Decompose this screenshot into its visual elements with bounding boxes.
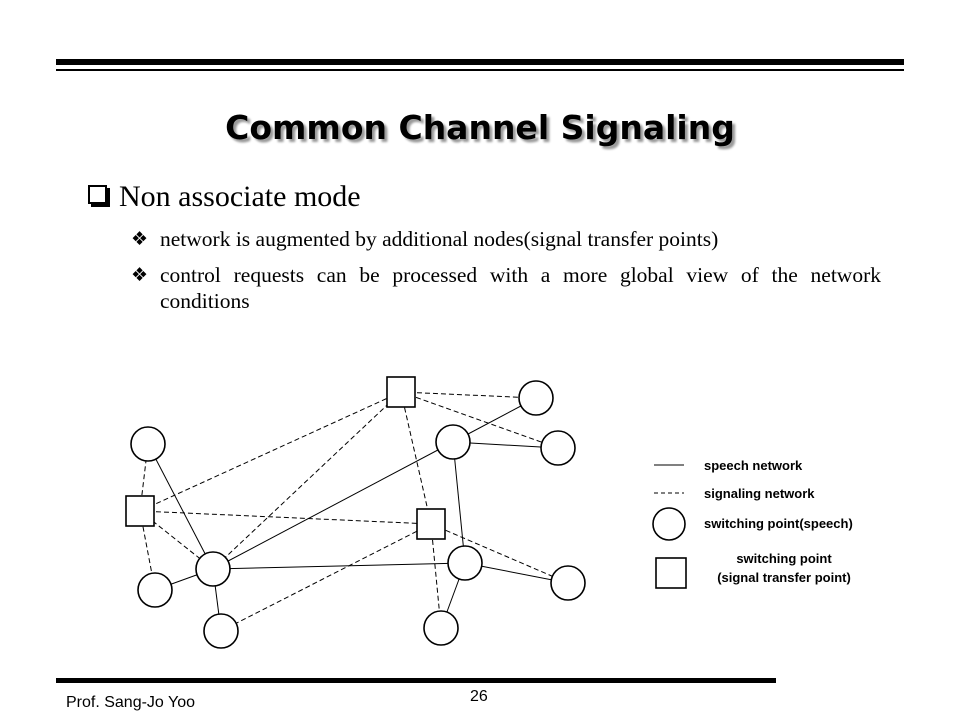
- switching-point-speech: [540, 430, 576, 466]
- legend-stp-label-2: (signal transfer point): [717, 570, 851, 585]
- top-rule-thin: [56, 69, 904, 71]
- speech-link: [147, 443, 214, 570]
- sub-bullet-2: ❖ control requests can be processed with…: [131, 262, 881, 314]
- signaling-link: [212, 391, 402, 570]
- signaling-links: [139, 391, 569, 632]
- footer-author: Prof. Sang-Jo Yoo: [66, 694, 195, 711]
- signal-transfer-point: [416, 508, 446, 540]
- legend: speech network signaling network switchi…: [652, 458, 853, 589]
- signaling-link: [220, 523, 432, 632]
- signal-transfer-point: [386, 376, 416, 408]
- switching-point-speech: [195, 551, 231, 587]
- legend-speech-point-symbol: [652, 507, 686, 541]
- sub-bullet-1-text: network is augmented by additional nodes…: [160, 227, 719, 251]
- legend-signaling-label: signaling network: [704, 486, 815, 501]
- speech-link: [212, 562, 466, 570]
- sub-bullet-1: ❖ network is augmented by additional nod…: [131, 226, 881, 252]
- signaling-link: [400, 391, 432, 525]
- switching-point-speech: [203, 613, 239, 649]
- bottom-rule: [56, 678, 776, 683]
- switching-point-speech: [435, 424, 471, 460]
- speech-link: [212, 441, 454, 570]
- signaling-link: [139, 510, 432, 525]
- switching-point-speech: [447, 545, 483, 581]
- speech-link: [452, 441, 466, 564]
- switching-point-speech: [550, 565, 586, 601]
- legend-stp-symbol: [655, 557, 687, 589]
- page-number: 26: [470, 688, 488, 705]
- signaling-link: [430, 523, 569, 584]
- legend-speech-point-label: switching point(speech): [704, 516, 853, 531]
- signaling-link: [430, 523, 442, 629]
- legend-stp-label-1: switching point: [736, 551, 832, 566]
- switching-point-speech: [518, 380, 554, 416]
- square-bullet-icon: [88, 185, 107, 204]
- main-bullet: Non associate mode: [88, 180, 361, 214]
- switching-point-speech: [137, 572, 173, 608]
- signal-transfer-point: [125, 495, 155, 527]
- switching-point-speech: [423, 610, 459, 646]
- slide-title: Common Channel Signaling: [225, 108, 735, 147]
- diamond-bullet-icon: ❖: [131, 264, 149, 286]
- legend-speech-label: speech network: [704, 458, 803, 473]
- signaling-link: [139, 391, 402, 512]
- signaling-link: [400, 391, 537, 399]
- signal-transfer-points: [125, 376, 446, 540]
- diamond-bullet-icon: ❖: [131, 228, 149, 250]
- switching-point-speech: [130, 426, 166, 462]
- sub-bullet-2-text: control requests can be processed with a…: [160, 263, 881, 313]
- top-rule-thick: [56, 59, 904, 65]
- signaling-link: [400, 391, 559, 449]
- speech-switching-points: [130, 380, 586, 649]
- main-bullet-text: Non associate mode: [119, 180, 361, 213]
